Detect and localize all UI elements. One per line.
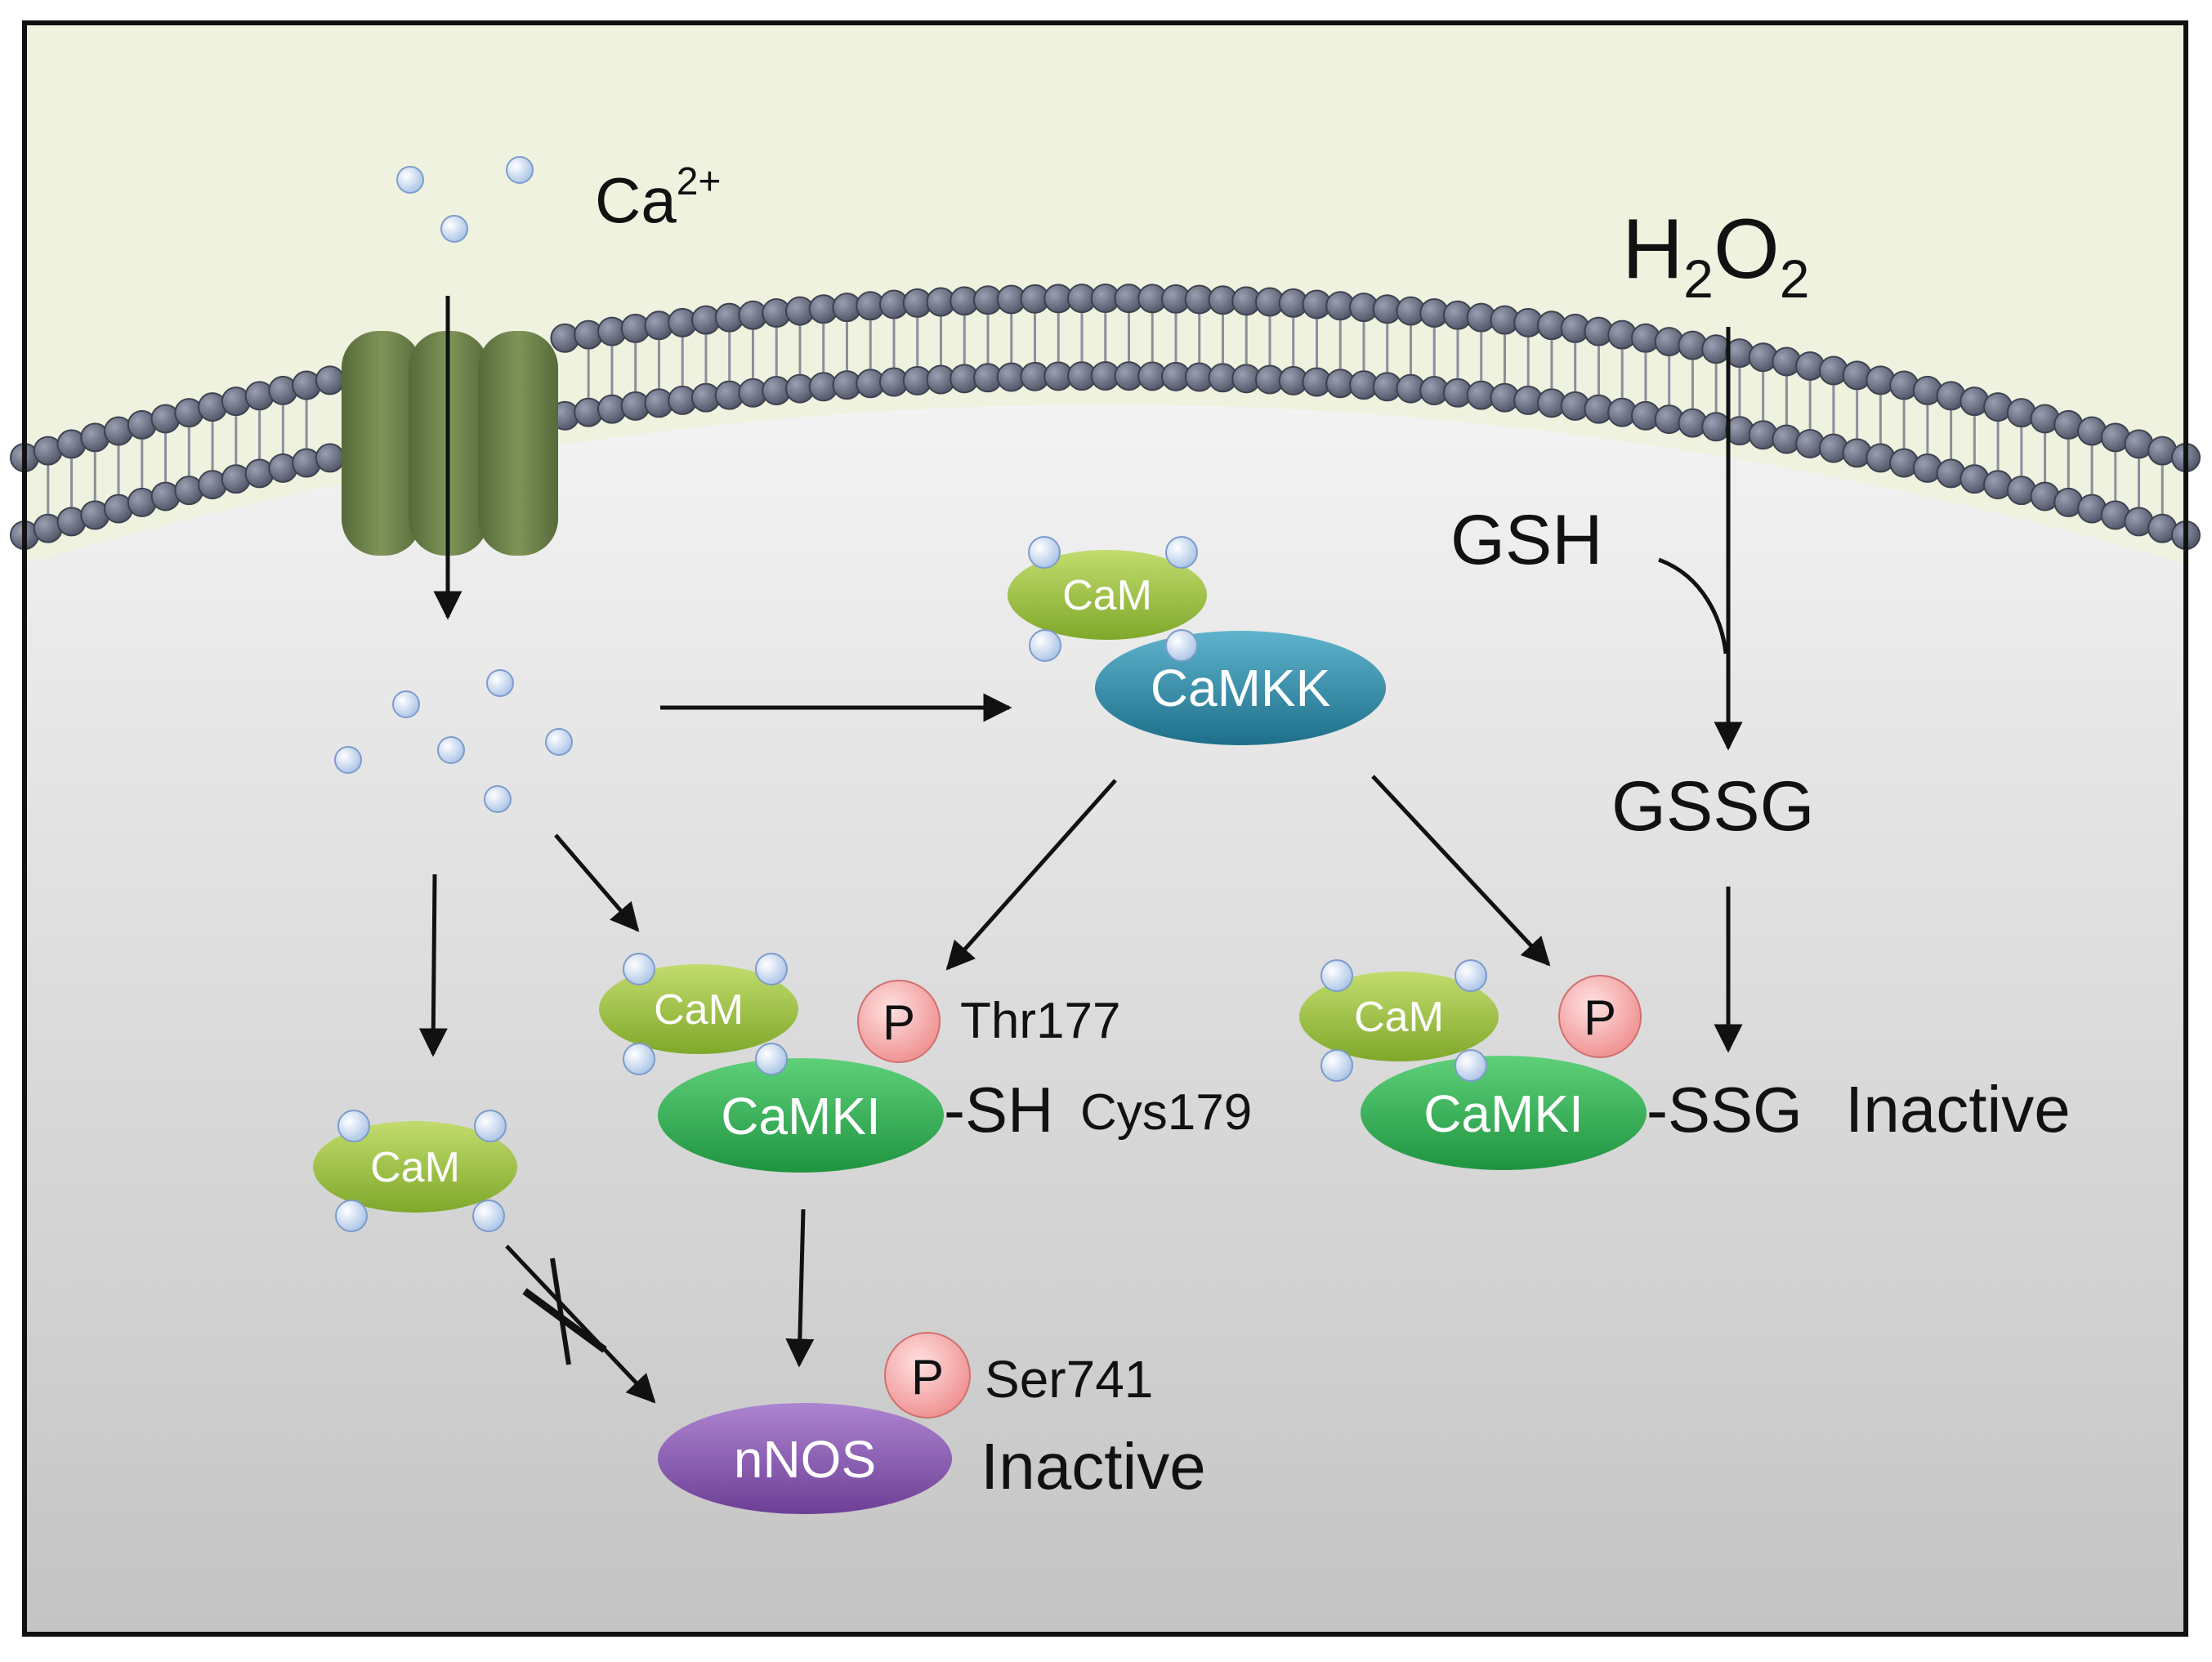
arrow-camkk-to-camki-ox <box>1371 775 1551 967</box>
arrow-cam-to-nnos-blocked <box>505 1244 656 1404</box>
camki-protein <box>1361 1056 1647 1170</box>
pathway-arrows <box>418 296 1743 1404</box>
arrow-gsh-curve <box>1658 557 1728 655</box>
thr177-label: Thr177 <box>960 993 1120 1049</box>
block-mark-2 <box>550 1258 571 1365</box>
calcium-label: Ca2+ <box>595 160 721 236</box>
cam-protein <box>599 964 798 1054</box>
extracellular-calcium-ions <box>396 156 534 243</box>
phospho-label: P <box>911 1350 944 1405</box>
camki-active-complex: CaMKI CaM P <box>599 953 944 1173</box>
phospho-badge <box>884 1332 971 1419</box>
nnos-complex: nNOS P <box>658 1332 971 1514</box>
lipid-head <box>315 443 345 473</box>
cam-label: CaM <box>1354 994 1444 1041</box>
sh-label: -SH <box>944 1074 1053 1146</box>
lipid-head <box>315 365 345 395</box>
nnos-protein <box>658 1403 952 1514</box>
phospho-label: P <box>883 995 915 1050</box>
camkk-protein <box>1095 631 1386 745</box>
cam-protein <box>313 1121 517 1213</box>
cam-protein <box>1008 550 1207 640</box>
cam-protein <box>1299 972 1499 1061</box>
gsh-label: GSH <box>1450 501 1602 579</box>
ser741-label: Ser741 <box>985 1350 1153 1409</box>
inactive-camki-label: Inactive <box>1845 1073 2071 1146</box>
nnos-label: nNOS <box>734 1430 876 1489</box>
ssg-label: -SSG <box>1647 1074 1803 1146</box>
arrow-camki-to-nnos <box>785 1209 815 1368</box>
phospho-badge <box>857 980 941 1063</box>
camki-inactive-complex: CaMKI CaM P <box>1299 959 1647 1170</box>
camki-label: CaMKI <box>1423 1084 1584 1143</box>
camki-protein <box>658 1058 944 1173</box>
free-cam-complex: CaM <box>313 1110 517 1232</box>
h2o2-label: H2O2 <box>1622 202 1809 309</box>
cys179-label: Cys179 <box>1080 1084 1252 1141</box>
gssg-label: GSSG <box>1611 767 1815 846</box>
phospho-badge <box>1558 975 1642 1058</box>
block-mark <box>522 1288 607 1353</box>
cam-label: CaM <box>1062 572 1152 619</box>
inactive-nnos-label: Inactive <box>981 1430 1206 1503</box>
arrow-camkk-to-camki <box>945 779 1117 971</box>
lipid-bilayer-membrane <box>10 284 2201 550</box>
cam-label: CaM <box>654 986 744 1034</box>
intracellular-calcium-ions <box>334 669 573 813</box>
arrow-ca-to-cam <box>418 873 448 1057</box>
cam-label: CaM <box>370 1144 460 1191</box>
camkk-label: CaMKK <box>1151 659 1331 717</box>
camkk-complex: CaMKK CaM <box>1008 536 1386 745</box>
figure-frame <box>22 20 2188 1637</box>
camki-label: CaMKI <box>721 1087 881 1146</box>
arrow-ca-to-camki <box>554 833 640 932</box>
phospho-label: P <box>1584 990 1616 1045</box>
